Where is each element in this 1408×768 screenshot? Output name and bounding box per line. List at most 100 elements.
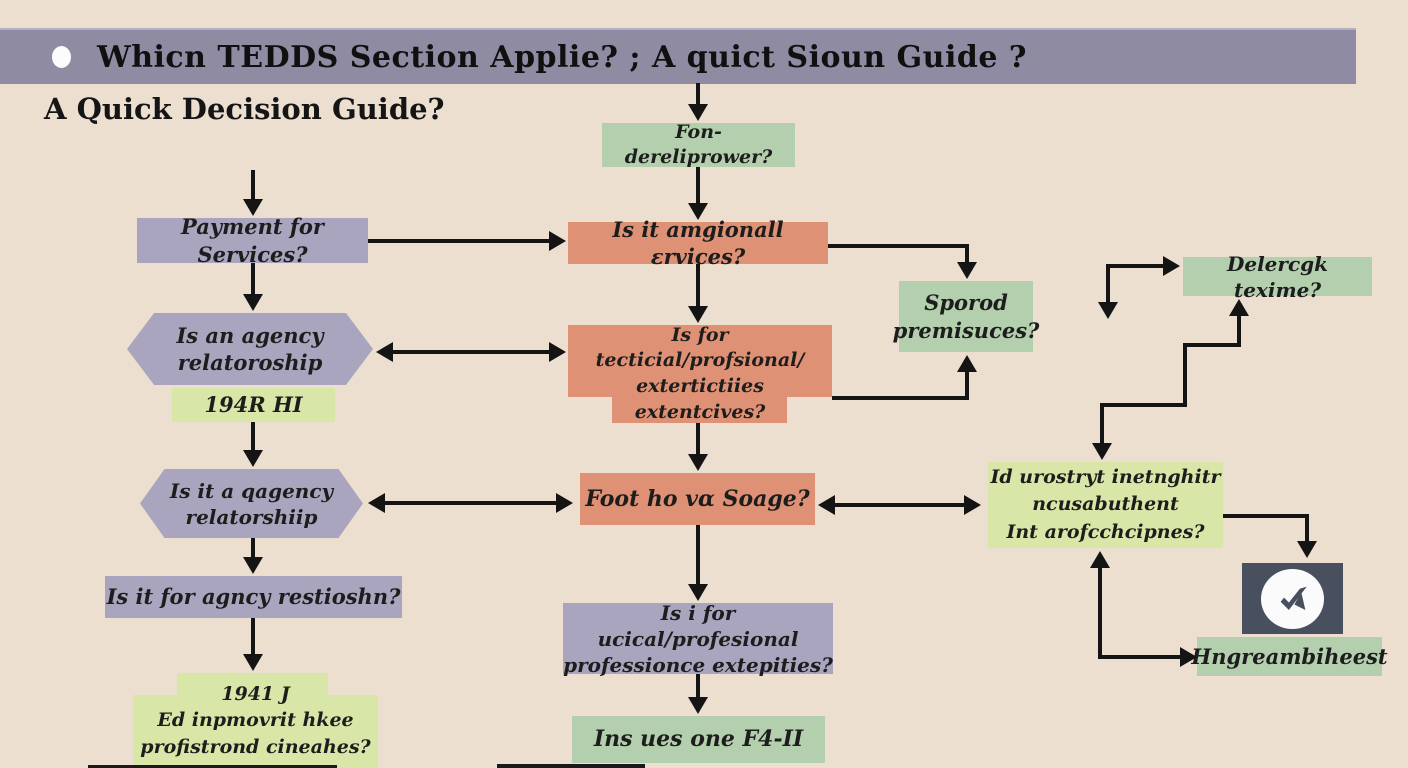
connector-line xyxy=(385,501,556,505)
connector-line xyxy=(832,396,969,400)
artifact-strip xyxy=(88,765,337,768)
connector-line xyxy=(1223,514,1309,518)
bullet-icon xyxy=(52,46,71,68)
arrowhead xyxy=(1180,647,1197,667)
arrowhead xyxy=(1229,299,1249,316)
node-hex2-line1: Is it a qagency xyxy=(169,478,334,503)
arrowhead xyxy=(1092,443,1112,460)
node-amgionall: Is it amgionall ɛrvices? xyxy=(568,217,828,269)
connector-line xyxy=(368,239,549,243)
connector-line xyxy=(251,422,255,450)
connector-line xyxy=(251,618,255,654)
node-1941-shape-bottom xyxy=(133,695,378,768)
node-idurostryt-line2: ncusabuthent xyxy=(1032,493,1179,516)
node-1941-line3: profistrond cineahes? xyxy=(140,735,371,758)
connector-line xyxy=(251,263,255,294)
connector-line xyxy=(1098,655,1180,659)
connector-line xyxy=(696,525,700,584)
arrowhead xyxy=(957,262,977,279)
connector-line xyxy=(251,170,255,199)
node-delercgk: Delercgk texime? xyxy=(1183,252,1372,302)
connector-line xyxy=(1106,264,1163,268)
arrowhead xyxy=(1163,256,1180,276)
arrowhead xyxy=(368,493,385,513)
node-sporod: Sporod premisuces? xyxy=(893,281,1039,352)
connector-line xyxy=(1106,264,1110,302)
title-bar: Whicn TEDDS Section Applie? ; A quict Si… xyxy=(0,28,1356,84)
connector-line xyxy=(393,350,549,354)
connector-line xyxy=(696,423,700,454)
node-tecticial-shape-top xyxy=(568,325,832,397)
connector-line xyxy=(251,538,255,557)
artifact-strip xyxy=(497,764,645,768)
node-foot: Foot ho vɑ Soage? xyxy=(580,473,815,525)
node-ucical-line1: Is i for ucical/profesional xyxy=(597,600,799,651)
arrowhead xyxy=(243,450,263,467)
node-ucical-line2: professionce extepities? xyxy=(563,652,833,677)
node-agncy: Is it for agncy restioshn? xyxy=(105,576,402,618)
connector-line xyxy=(1183,343,1241,347)
node-hex-agency-2: Is it a qagency relatorshiip xyxy=(140,469,363,538)
node-tecticial-shape-bottom xyxy=(612,395,787,423)
arrowhead xyxy=(688,454,708,471)
connector-line xyxy=(965,244,969,264)
arrowhead xyxy=(1090,551,1110,568)
connector-line xyxy=(1237,314,1241,347)
slide-title: Whicn TEDDS Section Applie? ; A quict Si… xyxy=(97,39,1027,75)
arrowhead xyxy=(243,557,263,574)
check-icon-circle xyxy=(1261,568,1324,629)
arrowhead xyxy=(549,342,566,362)
arrowhead xyxy=(688,203,708,220)
connector-line xyxy=(696,264,700,306)
node-tecticial: Is for tecticial/profsional/ extertictii… xyxy=(568,323,832,423)
connector-line xyxy=(1098,566,1102,659)
node-tecticial-line2: extertictiies xyxy=(636,375,764,397)
check-icon-box xyxy=(1242,563,1343,634)
arrowhead xyxy=(688,584,708,601)
node-idurostryt-line1: Id urostryt inetnghitr xyxy=(990,465,1221,488)
connector-line xyxy=(1100,403,1187,407)
arrowhead xyxy=(549,231,566,251)
node-hex2-line2: relatorshiip xyxy=(185,504,318,529)
arrowhead xyxy=(957,355,977,372)
arrowhead xyxy=(688,306,708,323)
arrowhead xyxy=(556,493,573,513)
arrowhead xyxy=(1297,541,1317,558)
arrowhead xyxy=(1098,302,1118,319)
node-hex1-line2: relatoroship xyxy=(177,350,323,375)
node-tecticial-line3: extentcives? xyxy=(634,400,766,423)
node-hex-agency-1: Is an agency relatoroship xyxy=(127,313,373,385)
node-sporod-line2: premisuces? xyxy=(892,317,1040,343)
arrowhead xyxy=(688,104,708,121)
node-1941-line1: 1941 J xyxy=(221,682,290,705)
arrowhead xyxy=(818,495,835,515)
node-ucical: Is i for ucical/profesional professionce… xyxy=(563,600,833,677)
node-insues: Ins ues one F4-II xyxy=(572,716,825,763)
node-hngream: Hngreambiheest xyxy=(1191,637,1388,676)
connector-line xyxy=(1305,514,1309,542)
connector-line xyxy=(696,674,700,697)
arrowhead xyxy=(243,199,263,216)
connector-line xyxy=(828,244,969,248)
node-payment: Payment for Services? xyxy=(137,214,368,267)
node-code-1941: 1941 J Ed inpmovrit hkee profistrond cin… xyxy=(133,673,378,768)
sub-heading: A Quick Decision Guide? xyxy=(44,92,445,126)
node-hex1-line1: Is an agency xyxy=(176,322,324,348)
node-idurostryt: Id urostryt inetnghitr ncusabuthent Int … xyxy=(988,462,1223,548)
connector-line xyxy=(1100,403,1104,444)
arrowhead xyxy=(243,294,263,311)
connector-line xyxy=(1183,343,1187,407)
node-code-194: 194R HI xyxy=(172,388,335,422)
connector-line xyxy=(965,372,969,400)
node-1941-shape-top xyxy=(177,673,328,697)
connector-line xyxy=(835,503,964,507)
node-1941-line2: Ed inpmovrit hkee xyxy=(157,709,354,732)
arrowhead xyxy=(964,495,981,515)
check-icon xyxy=(1280,586,1307,610)
node-tecticial-line1: Is for tecticial/profsional/ xyxy=(595,323,805,372)
node-idurostryt-line3: Int arofcchcipnes? xyxy=(1006,520,1205,543)
node-sporod-line1: Sporod xyxy=(924,290,1008,316)
connector-line xyxy=(696,83,700,104)
arrowhead xyxy=(243,654,263,671)
